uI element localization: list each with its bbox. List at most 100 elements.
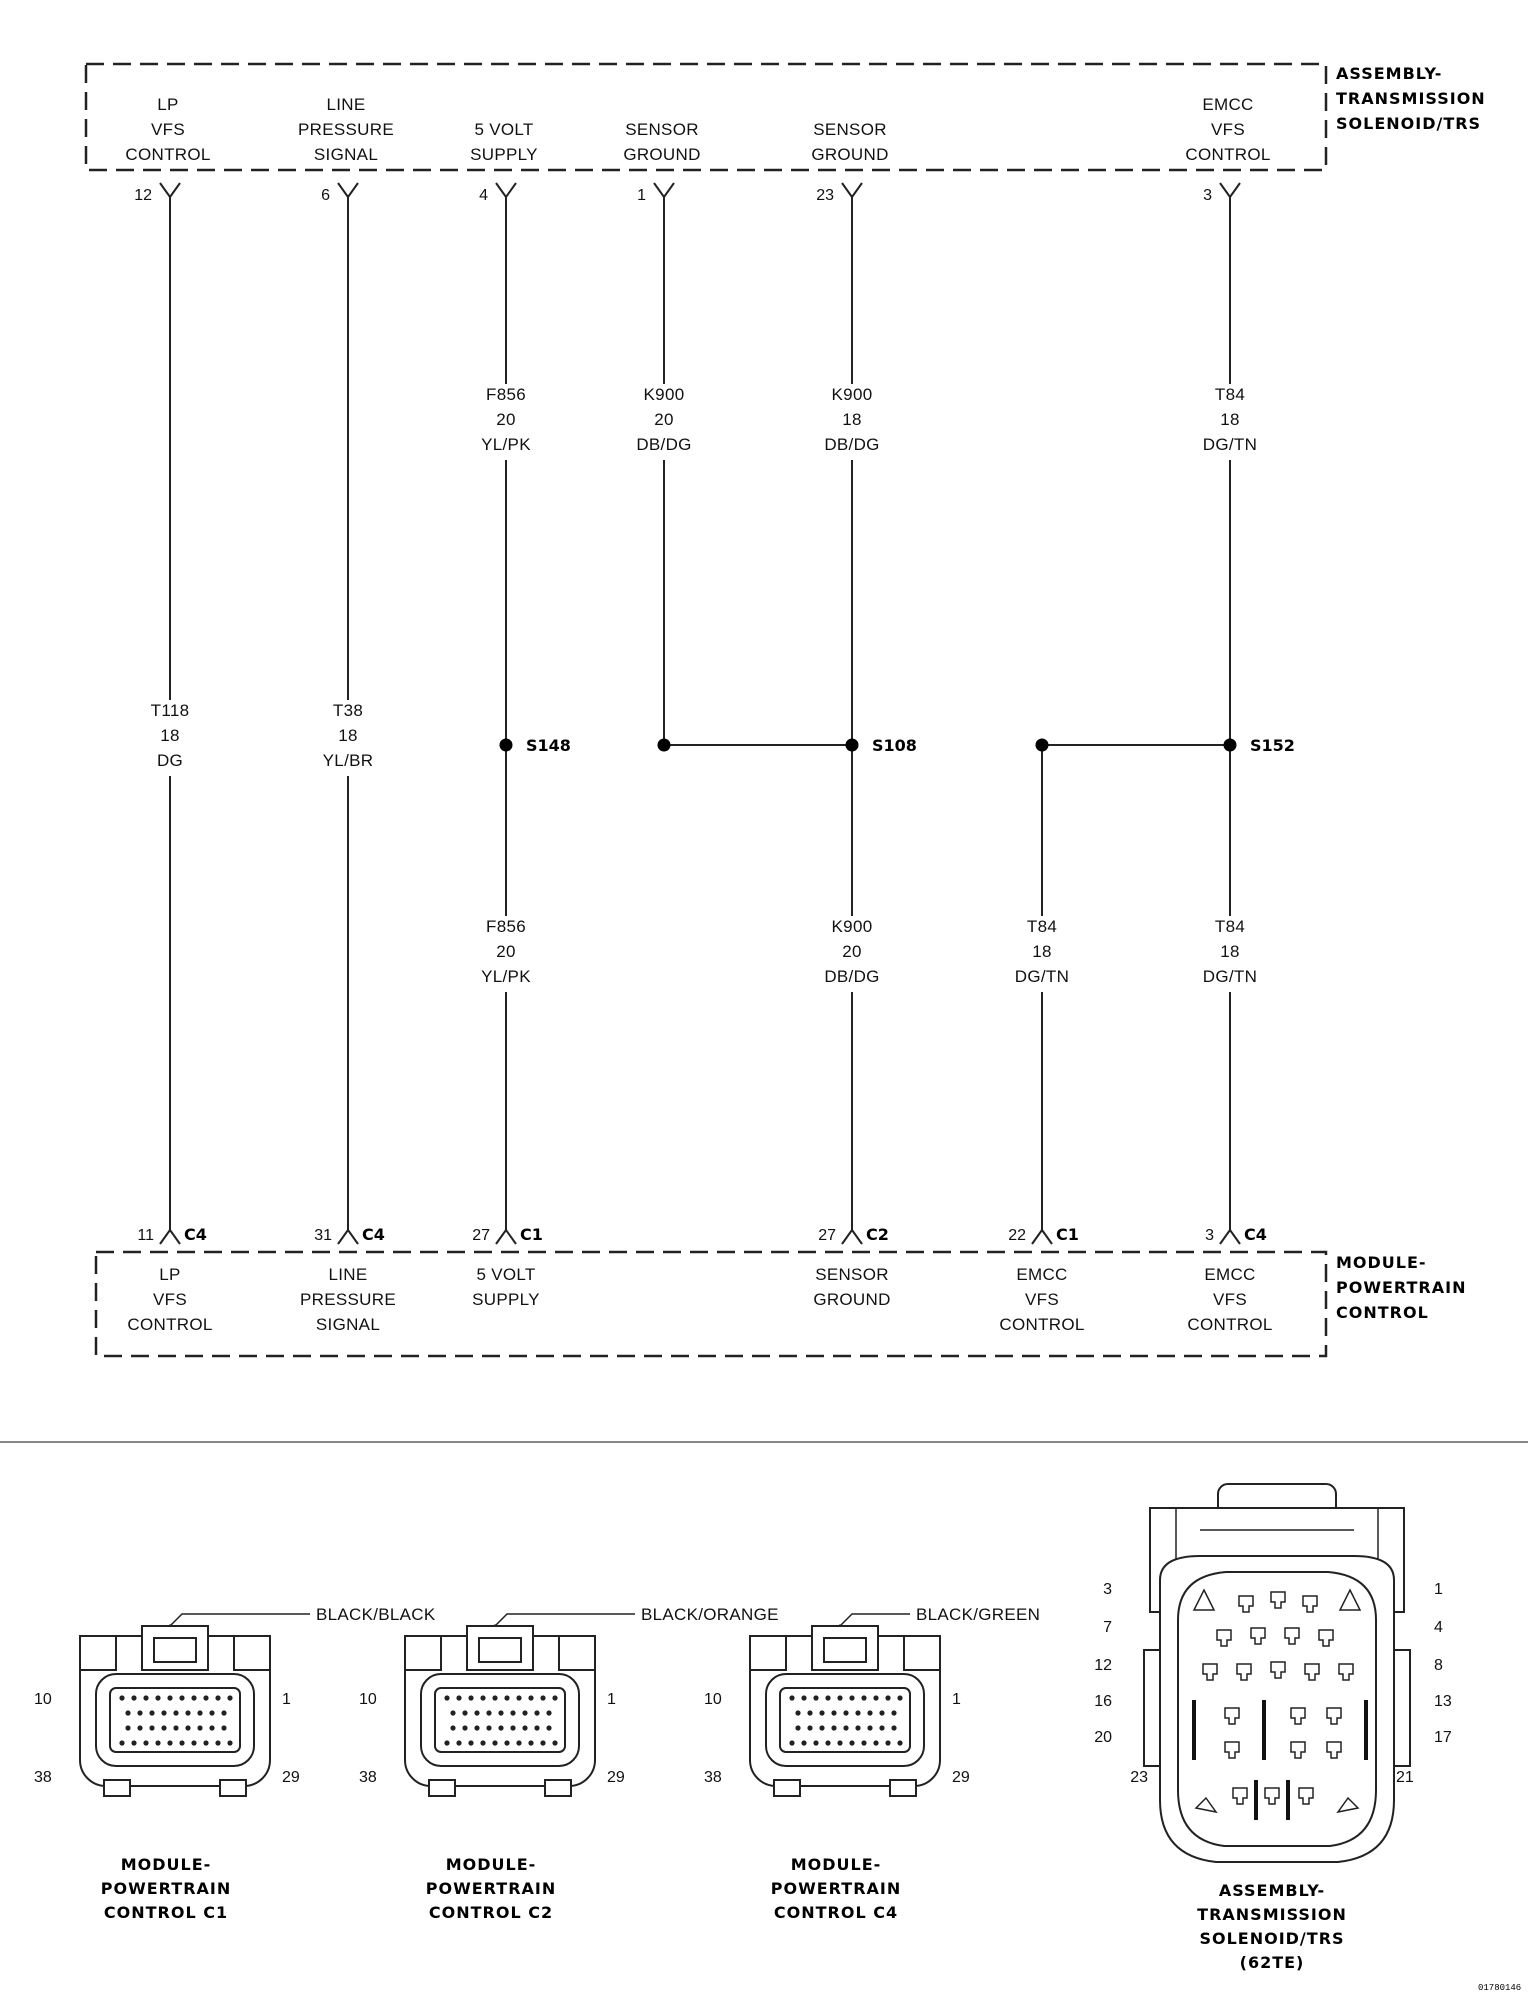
connector-pin-dot	[789, 1740, 795, 1746]
assembly-title-line-2: TRANSMISSION	[1336, 89, 1486, 108]
connector-pin-dot	[462, 1710, 468, 1716]
connector-pin-dot	[221, 1710, 227, 1716]
connector-pin-dot	[155, 1695, 161, 1701]
pin-label-29: 29	[607, 1769, 625, 1786]
bottom-signal-1-line-3: CONTROL	[127, 1315, 212, 1334]
connector-pin-dot	[486, 1710, 492, 1716]
connector-pin-dot	[825, 1740, 831, 1746]
top-signal-4-line-1: SENSOR	[625, 120, 699, 139]
trs-shroud-detail	[1175, 1508, 1379, 1560]
trs-pin-17: 17	[1434, 1729, 1452, 1746]
connector-pin-dot	[197, 1710, 203, 1716]
connector-foot	[889, 1779, 917, 1797]
trs-terminal	[1302, 1595, 1318, 1613]
assembly-title-line-3: SOLENOID/TRS	[1336, 114, 1481, 133]
connector-pin-dot	[215, 1740, 221, 1746]
connector-pin-dot	[462, 1725, 468, 1731]
connector-pin-dot	[891, 1710, 897, 1716]
trs-terminal	[1224, 1707, 1240, 1725]
wire-label-t118-gauge: 18	[160, 726, 180, 745]
wire-label-t84-code: T84	[1215, 385, 1245, 404]
trs-title-line-2: TRANSMISSION	[1197, 1905, 1347, 1924]
bottom-signal-2-line-2: PRESSURE	[300, 1290, 396, 1309]
connector-pin-dot	[450, 1710, 456, 1716]
splice-s148-dot	[499, 738, 513, 752]
connector-pin-dot	[867, 1725, 873, 1731]
wire-label-t84-branch-color: DG/TN	[1015, 967, 1069, 986]
top-signal-6-line-3: CONTROL	[1185, 145, 1270, 164]
connector-pin-dot	[861, 1695, 867, 1701]
pin-label-38: 38	[34, 1769, 52, 1786]
connector-pin-dot	[807, 1725, 813, 1731]
connector-foot	[103, 1779, 131, 1797]
trs-pin-3: 3	[1103, 1581, 1112, 1598]
bottom-signal-4-line-1: SENSOR	[815, 1265, 889, 1284]
connector-pin-dot	[516, 1695, 522, 1701]
connector-pin-dot	[849, 1695, 855, 1701]
connector-pin-dot	[456, 1695, 462, 1701]
bottom-conn-c4-b: C4	[362, 1225, 385, 1244]
connector-pin-dot	[813, 1740, 819, 1746]
connector-title-line-2: POWERTRAIN	[771, 1879, 901, 1898]
connector-pin-dot	[191, 1740, 197, 1746]
trs-polarization-key	[1338, 1588, 1362, 1611]
wire-label-k900b-color: DB/DG	[824, 435, 879, 454]
top-terminal-symbol	[841, 182, 863, 199]
top-signal-2-line-1: LINE	[327, 95, 366, 114]
connector-color-label: BLACK/BLACK	[316, 1605, 436, 1624]
connector-pin-field	[434, 1687, 566, 1753]
trs-terminal	[1290, 1741, 1306, 1759]
connector-pin-dot	[831, 1725, 837, 1731]
connector-pin-dot	[540, 1740, 546, 1746]
connector-pin-dot	[143, 1740, 149, 1746]
connector-pin-dot	[843, 1725, 849, 1731]
trs-terminal	[1232, 1787, 1248, 1805]
figure-id: 01780146	[1478, 1983, 1521, 1993]
bottom-signal-6-line-1: EMCC	[1204, 1265, 1255, 1284]
connector-pin-dot	[885, 1740, 891, 1746]
pin-label-10: 10	[704, 1691, 722, 1708]
connector-pin-dots	[789, 1695, 903, 1746]
wire-label-f856-gauge: 20	[496, 410, 516, 429]
pcm-connector-views: BLACK/BLACK 10 1 38 29 MODULE- POWERTRAI…	[34, 1605, 1040, 1922]
bottom-signal-1-line-2: VFS	[153, 1290, 187, 1309]
connector-ear	[404, 1635, 442, 1671]
connector-pin-dot	[873, 1740, 879, 1746]
wire-label-k900-gauge: 20	[654, 410, 674, 429]
connector-pin-dot	[480, 1740, 486, 1746]
connector-pin-dot	[789, 1695, 795, 1701]
connector-pin-dot	[137, 1725, 143, 1731]
connector-pin-dot	[468, 1740, 474, 1746]
connector-pin-dot	[209, 1725, 215, 1731]
trs-pin-13: 13	[1434, 1693, 1452, 1710]
top-terminal-symbol	[1219, 182, 1241, 199]
trs-pin-23: 23	[1130, 1769, 1148, 1786]
top-signal-3-line-2: SUPPLY	[470, 145, 538, 164]
connector-pin-dot	[450, 1725, 456, 1731]
connector-pin-dot	[546, 1710, 552, 1716]
bottom-pin-31: 31	[314, 1227, 332, 1244]
wires	[169, 197, 1231, 1230]
connector-pin-dot	[819, 1710, 825, 1716]
connector-pin-dot	[795, 1710, 801, 1716]
bottom-conn-c4-a: C4	[184, 1225, 207, 1244]
trs-polarization-key	[1192, 1588, 1216, 1611]
connector-pin-dot	[456, 1740, 462, 1746]
connector-pin-dot	[221, 1725, 227, 1731]
connector-pin-dot	[209, 1710, 215, 1716]
trs-terminal	[1270, 1661, 1286, 1679]
bottom-pin-22: 22	[1008, 1227, 1026, 1244]
trs-polarization-key	[1336, 1796, 1360, 1814]
bottom-terminal-symbol	[495, 1228, 517, 1245]
bottom-conn-c1-b: C1	[1056, 1225, 1079, 1244]
bottom-signal-3-line-2: SUPPLY	[472, 1290, 540, 1309]
connector-pin-dot	[801, 1695, 807, 1701]
connector-pin-dot	[203, 1695, 209, 1701]
top-pin-4: 4	[479, 187, 488, 204]
assembly-title-line-1: ASSEMBLY-	[1336, 64, 1442, 83]
connector-pin-dot	[897, 1695, 903, 1701]
bottom-pin-3: 3	[1205, 1227, 1214, 1244]
connector-pin-dot	[498, 1725, 504, 1731]
transmission-solenoid-assembly: ASSEMBLY- TRANSMISSION SOLENOID/TRS LP V…	[84, 62, 1486, 204]
connector-pin-dot	[522, 1710, 528, 1716]
